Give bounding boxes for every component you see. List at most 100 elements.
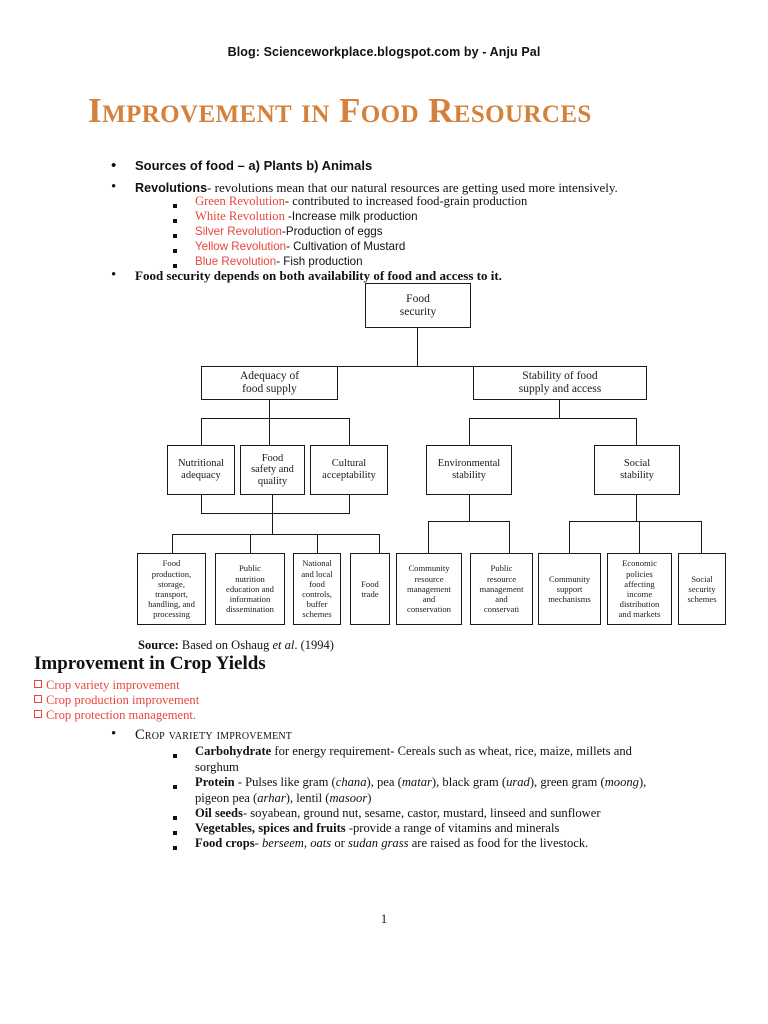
red-item-crop-variety: Crop variety improvement	[34, 678, 180, 693]
red-item-crop-production: Crop production improvement	[34, 693, 199, 708]
connector	[201, 513, 350, 515]
connector	[349, 418, 351, 445]
connector	[349, 495, 351, 513]
source-text-c: . (1994)	[294, 638, 334, 652]
bullet-dot-icon: •	[111, 726, 117, 742]
connector	[379, 534, 381, 553]
checkbox-glyph-icon	[34, 680, 42, 688]
revolution-item-silver: Silver Revolution-Production of eggs	[173, 224, 675, 240]
section-heading-crop-yields: Improvement in Crop Yields	[34, 653, 266, 674]
bullet-dot-icon: •	[111, 179, 117, 195]
revolution-name: Yellow Revolution	[195, 240, 287, 253]
revolution-name: White Revolution	[195, 209, 289, 223]
bullet-dot-icon: •	[111, 157, 117, 174]
square-bullet-icon	[173, 244, 177, 260]
connector	[269, 418, 271, 445]
item-text: - soyabean, ground nut, sesame, castor, …	[242, 806, 601, 820]
sub-bullet-oil-seeds: Oil seeds- soyabean, ground nut, sesame,…	[173, 806, 667, 822]
square-bullet-icon	[173, 811, 177, 827]
connector	[469, 418, 471, 445]
source-label: Source:	[138, 638, 179, 652]
bullet-food-security: • Food security depends on both availabi…	[111, 268, 655, 284]
item-label: Protein	[195, 775, 235, 789]
red-item-text: Crop production improvement	[46, 693, 200, 707]
connector	[569, 521, 701, 523]
connector	[172, 534, 380, 536]
revolution-item-white: White Revolution -Increase milk producti…	[173, 209, 675, 225]
red-item-text: Crop protection management.	[46, 708, 197, 722]
connector	[172, 534, 174, 553]
source-et-al: et al	[272, 638, 295, 652]
revolution-desc: -Increase milk production	[288, 210, 418, 223]
page-number: 1	[380, 912, 388, 926]
red-item-text: Crop variety improvement	[46, 678, 180, 692]
revolution-name: Blue Revolution	[195, 255, 277, 268]
connector	[201, 418, 350, 420]
revolution-item-green: Green Revolution- contributed to increas…	[173, 194, 675, 210]
revolution-desc: - Fish production	[276, 255, 363, 268]
connector	[272, 513, 274, 534]
square-bullet-icon	[173, 199, 177, 215]
square-bullet-icon	[173, 259, 177, 275]
sub-bullet-vegetables: Vegetables, spices and fruits -provide a…	[173, 821, 667, 837]
crop-variety-section-title: Crop variety improvement	[135, 727, 293, 743]
revolution-desc: - contributed to increased food-grain pr…	[284, 194, 528, 208]
revolutions-text: - revolutions mean that our natural reso…	[207, 180, 618, 195]
item-label: Food crops	[195, 836, 255, 850]
square-bullet-icon	[173, 826, 177, 842]
square-bullet-icon	[173, 229, 177, 245]
connector	[636, 495, 638, 521]
revolution-name: Green Revolution	[195, 194, 285, 208]
connector	[569, 521, 571, 553]
sub-bullet-food-crops: Food crops- berseem, oats or sudan grass…	[173, 836, 667, 852]
bullet-sources-of-food: • Sources of food – a) Plants b) Animals	[111, 158, 655, 174]
revolutions-label: Revolutions	[135, 181, 208, 195]
square-bullet-icon	[173, 749, 177, 765]
revolution-desc: - Cultivation of Mustard	[286, 240, 406, 253]
square-bullet-icon	[173, 841, 177, 857]
item-text: -provide a range of vitamins and mineral…	[345, 821, 560, 835]
sub-bullet-protein: Protein - Pulses like gram (chana), pea …	[173, 775, 667, 806]
connector	[428, 521, 430, 553]
connector	[201, 418, 203, 445]
bullet-revolutions: • Revolutions- revolutions mean that our…	[111, 180, 665, 196]
revolution-item-yellow: Yellow Revolution- Cultivation of Mustar…	[173, 239, 675, 255]
connector	[559, 400, 561, 418]
item-label: Oil seeds	[195, 806, 243, 820]
connector	[269, 366, 271, 378]
item-label: Vegetables, spices and fruits	[195, 821, 346, 835]
square-bullet-icon	[173, 780, 177, 796]
connector	[509, 521, 511, 553]
square-bullet-icon	[173, 214, 177, 230]
connector	[701, 521, 703, 553]
revolution-item-blue: Blue Revolution- Fish production	[173, 254, 675, 270]
source-text-a: Based on Oshaug	[178, 638, 273, 652]
connector	[317, 534, 319, 553]
connector	[269, 366, 560, 368]
connector	[559, 366, 561, 378]
bullet-dot-icon: •	[111, 267, 117, 283]
checkbox-glyph-icon	[34, 695, 42, 703]
connector	[250, 534, 252, 553]
connector	[417, 328, 419, 366]
connector	[272, 495, 274, 513]
checkbox-glyph-icon	[34, 710, 42, 718]
connector	[269, 400, 271, 418]
red-item-crop-protection: Crop protection management.	[34, 708, 196, 723]
food-security-text: Food security depends on both availabili…	[135, 268, 502, 283]
